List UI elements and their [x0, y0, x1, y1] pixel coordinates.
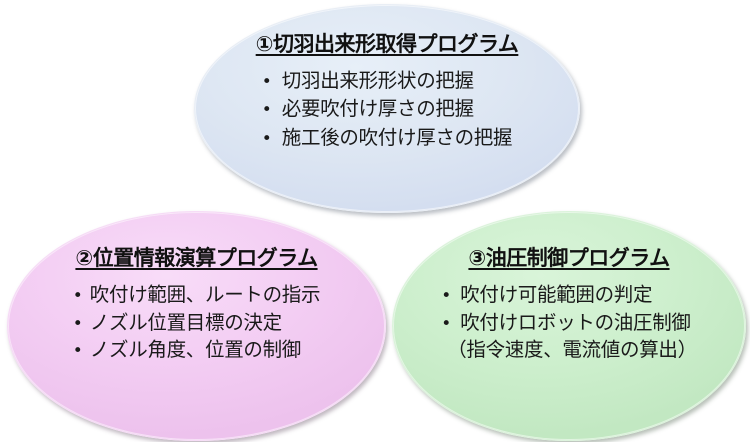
list-item-label: 吹付けロボットの油圧制御: [460, 310, 691, 334]
node-title-position-program: ②位置情報演算プログラム: [75, 246, 318, 270]
list-item-label: 必要吹付け厚さの把握: [281, 97, 474, 121]
node-title-capture-program: ①切羽出来形取得プログラム: [255, 32, 519, 56]
list-item: • 切羽出来形形状の把握: [262, 67, 512, 95]
list-item: • 吹付け可能範囲の判定: [441, 281, 697, 309]
bullet-point-icon: •: [72, 341, 83, 362]
list-item-label: （指令速度、電流値の算出）: [447, 338, 697, 362]
list-item-label: 切羽出来形形状の把握: [281, 69, 474, 93]
list-item-label: 吹付け可能範囲の判定: [460, 283, 653, 307]
list-item: • ノズル位置目標の決定: [73, 309, 320, 337]
bullet-point-icon: •: [261, 72, 272, 93]
bullet-point-icon: •: [72, 313, 83, 334]
bullet-list-hydraulic-program: • 吹付け可能範囲の判定 • 吹付けロボットの油圧制御 • （指令速度、電流値の…: [441, 281, 697, 364]
list-item-label: 吹付け範囲、ルートの指示: [89, 283, 321, 307]
list-item: • （指令速度、電流値の算出）: [441, 336, 697, 364]
list-item: • 吹付けロボットの油圧制御: [441, 309, 697, 337]
list-item: • 吹付け範囲、ルートの指示: [72, 281, 321, 309]
list-item-label: ノズル位置目標の決定: [89, 310, 282, 334]
bullet-point-icon: •: [441, 313, 451, 334]
list-item: • 必要吹付け厚さの把握: [262, 95, 512, 123]
bullet-point-icon: •: [72, 286, 83, 307]
bullet-list-position-program: • 吹付け範囲、ルートの指示 • ノズル位置目標の決定 • ノズル角度、位置の制…: [72, 281, 321, 364]
list-item-label: 施工後の吹付け厚さの把握: [281, 125, 513, 149]
bullet-point-icon: •: [261, 128, 272, 149]
node-title-hydraulic-program: ③油圧制御プログラム: [468, 246, 670, 270]
bullet-point-icon: •: [261, 100, 272, 121]
list-item-label: ノズル角度、位置の制御: [89, 338, 302, 362]
bullet-point-icon: •: [441, 286, 451, 307]
list-item: • ノズル角度、位置の制御: [73, 336, 320, 364]
list-item: • 施工後の吹付け厚さの把握: [261, 124, 513, 152]
ellipse-node-capture-program[interactable]: ①切羽出来形取得プログラム • 切羽出来形形状の把握 • 必要吹付け厚さの把握 …: [194, 4, 580, 213]
bullet-list-capture-program: • 切羽出来形形状の把握 • 必要吹付け厚さの把握 • 施工後の吹付け厚さの把握: [261, 67, 513, 152]
ellipse-node-hydraulic-program[interactable]: ③油圧制御プログラム • 吹付け可能範囲の判定 • 吹付けロボットの油圧制御 •…: [392, 211, 746, 441]
ellipse-node-position-program[interactable]: ②位置情報演算プログラム • 吹付け範囲、ルートの指示 • ノズル位置目標の決定…: [7, 211, 386, 441]
